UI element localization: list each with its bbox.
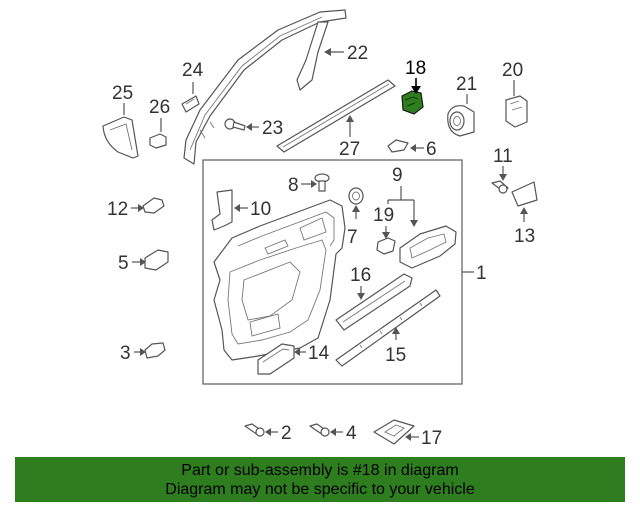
part-8-screw[interactable] bbox=[314, 173, 330, 192]
part-7-grommet[interactable] bbox=[348, 187, 364, 205]
arrow-9 bbox=[410, 220, 418, 227]
callout-13: 13 bbox=[514, 226, 535, 247]
arrow-14 bbox=[294, 348, 300, 356]
part-20-handle-bracket[interactable] bbox=[505, 95, 528, 128]
arrow-15 bbox=[392, 327, 400, 334]
info-banner: Part or sub-assembly is #18 in diagram D… bbox=[15, 457, 625, 502]
part-25-mirror-cover[interactable] bbox=[102, 116, 139, 159]
callout-21: 21 bbox=[456, 74, 477, 95]
callout-19: 19 bbox=[373, 205, 394, 226]
banner-line-1: Part or sub-assembly is #18 in diagram bbox=[181, 462, 459, 479]
part-15-molding-strip[interactable] bbox=[335, 289, 441, 367]
callout-4: 4 bbox=[346, 423, 357, 444]
arrow-12 bbox=[138, 204, 144, 212]
arrow-18 bbox=[411, 86, 421, 94]
part-11-screw[interactable] bbox=[491, 180, 509, 194]
part-16-armrest-pad[interactable] bbox=[335, 273, 413, 331]
arrow-16 bbox=[357, 293, 365, 300]
part-26-bracket[interactable] bbox=[149, 133, 167, 149]
arrow-10 bbox=[234, 204, 240, 212]
callout-15: 15 bbox=[385, 345, 406, 366]
arrow-7 bbox=[352, 205, 360, 212]
arrow-13 bbox=[520, 207, 528, 214]
part-6-clip[interactable] bbox=[387, 139, 409, 153]
callout-3: 3 bbox=[120, 343, 131, 364]
part-23-screw[interactable] bbox=[224, 118, 246, 131]
part-4-screw[interactable] bbox=[309, 423, 330, 437]
part-14-handle[interactable] bbox=[257, 343, 295, 375]
part-27-belt-molding[interactable] bbox=[276, 79, 396, 153]
callout-6: 6 bbox=[426, 139, 437, 160]
callout-5: 5 bbox=[118, 253, 129, 274]
callout-18: 18 bbox=[405, 58, 426, 79]
callout-7: 7 bbox=[347, 227, 358, 248]
callout-9: 9 bbox=[392, 165, 403, 186]
banner-line-2: Diagram may not be specific to your vehi… bbox=[165, 481, 475, 498]
part-5-clip[interactable] bbox=[144, 249, 169, 271]
part-9-switch-bezel[interactable] bbox=[399, 225, 457, 269]
arrow-19 bbox=[382, 232, 390, 239]
part-22-window-channel[interactable] bbox=[183, 9, 347, 165]
parts-diagram: 22 27 24 25 26 23 18 bbox=[102, 9, 538, 449]
part-door-trim-panel[interactable] bbox=[213, 199, 346, 361]
callout-25: 25 bbox=[112, 83, 133, 104]
part-19-switch[interactable] bbox=[376, 237, 396, 255]
callout-26: 26 bbox=[149, 97, 170, 118]
arrow-5 bbox=[140, 258, 146, 266]
callout-12: 12 bbox=[107, 199, 128, 220]
callout-17: 17 bbox=[421, 428, 442, 449]
arrow-8 bbox=[311, 180, 317, 188]
arrow-2 bbox=[265, 428, 271, 436]
callout-1: 1 bbox=[476, 263, 487, 284]
part-24-clip[interactable] bbox=[181, 95, 200, 113]
callout-11: 11 bbox=[493, 146, 513, 167]
arrow-23 bbox=[246, 123, 252, 131]
callout-27: 27 bbox=[339, 139, 360, 160]
arrow-27 bbox=[346, 115, 354, 122]
arrow-4 bbox=[330, 428, 336, 436]
callout-8: 8 bbox=[288, 175, 299, 196]
callout-24: 24 bbox=[182, 60, 204, 81]
part-13-bracket[interactable] bbox=[511, 181, 538, 207]
callout-22: 22 bbox=[347, 43, 368, 64]
part-3-clip[interactable] bbox=[144, 342, 166, 359]
part-2-screw[interactable] bbox=[244, 423, 265, 437]
part-12-clip[interactable] bbox=[142, 197, 165, 214]
arrow-22 bbox=[324, 48, 331, 56]
part-18-switch-highlighted[interactable] bbox=[401, 90, 424, 115]
callout-20: 20 bbox=[502, 60, 523, 81]
part-21-speaker[interactable] bbox=[447, 105, 475, 137]
callout-14: 14 bbox=[308, 343, 330, 364]
callout-2: 2 bbox=[281, 423, 292, 444]
arrow-17 bbox=[405, 433, 411, 441]
arrow-6 bbox=[410, 144, 416, 152]
callout-16: 16 bbox=[350, 265, 371, 286]
part-17-pad[interactable] bbox=[373, 419, 415, 445]
arrow-3 bbox=[140, 348, 146, 356]
arrow-11 bbox=[499, 174, 507, 181]
part-10-bracket[interactable] bbox=[211, 189, 233, 231]
callout-23: 23 bbox=[262, 118, 283, 139]
callout-10: 10 bbox=[250, 199, 271, 220]
